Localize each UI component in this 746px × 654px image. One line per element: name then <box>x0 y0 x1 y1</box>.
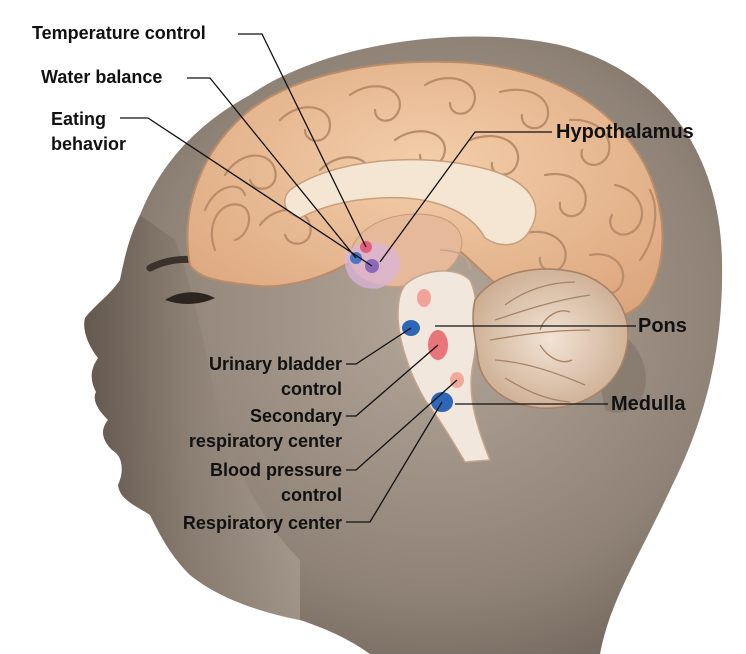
arbor-vitae <box>489 281 591 403</box>
label-hypothalamus: Hypothalamus <box>556 121 694 143</box>
label-urinary-line1: Urinary bladder <box>208 354 342 374</box>
leader-secondary-resp <box>346 344 439 417</box>
label-blood-pressure-control: Blood pressure control <box>160 458 342 508</box>
label-secondary-respiratory-center: Secondary respiratory center <box>140 404 342 454</box>
label-eating-line1: Eating <box>51 109 107 129</box>
brainstem <box>397 270 492 463</box>
label-blood-pressure-line2: control <box>281 485 342 505</box>
eye <box>165 292 215 304</box>
leader-blood-pressure <box>346 379 458 471</box>
label-eating-behavior: Eating behavior <box>51 107 126 157</box>
label-urinary-bladder-control: Urinary bladder control <box>160 352 342 402</box>
cerebellum <box>472 268 629 409</box>
leader-lines <box>120 33 636 523</box>
corpus-callosum <box>284 158 537 246</box>
label-respiratory-center: Respiratory center <box>182 513 342 533</box>
upper-pons-nucleus <box>417 289 431 307</box>
label-pons: Pons <box>638 315 687 337</box>
leader-temperature <box>238 33 367 248</box>
leader-eating <box>120 117 373 267</box>
label-secondary-line2: respiratory center <box>188 431 342 451</box>
leader-urinary <box>346 327 412 365</box>
label-urinary-line2: control <box>281 379 342 399</box>
brainstem-outline <box>439 249 471 271</box>
label-blood-pressure-line1: Blood pressure <box>209 460 342 480</box>
label-medulla: Medulla <box>611 393 686 415</box>
leader-respiratory <box>346 401 443 523</box>
label-eating-line2: behavior <box>51 134 127 154</box>
label-temperature-control: Temperature control <box>32 23 206 43</box>
label-water-balance: Water balance <box>41 67 163 87</box>
leader-water-balance <box>187 77 357 259</box>
leader-hypothalamus <box>379 131 552 263</box>
face-shading <box>84 215 301 620</box>
label-secondary-line1: Secondary <box>249 406 342 426</box>
